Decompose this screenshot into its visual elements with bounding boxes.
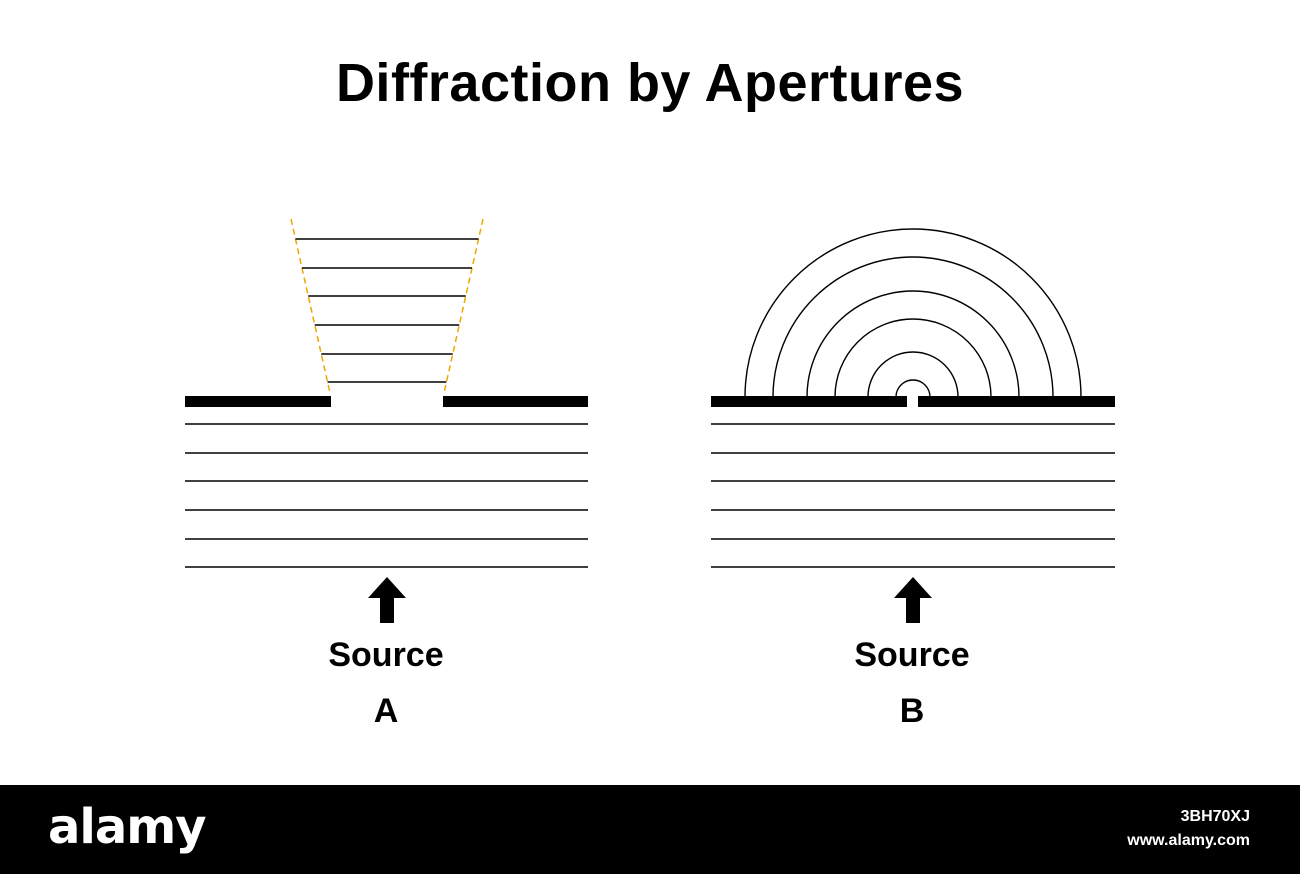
source-b-label: Source <box>854 636 970 674</box>
barrier-a-right <box>443 396 588 407</box>
alamy-logo: alamy <box>48 799 207 855</box>
source-b-letter: B <box>899 692 925 730</box>
diffracted-wavefront-b <box>834 318 992 398</box>
source-a-label: Source <box>328 636 444 674</box>
page-title: Diffraction by Apertures <box>335 53 965 113</box>
diffracted-wavefront-b <box>744 228 1082 398</box>
diffracted-wavefront-b <box>895 379 931 398</box>
panel-a-wide-aperture <box>185 218 588 623</box>
diffracted-wavefront-b <box>772 256 1054 398</box>
image-id: 3BH70XJ <box>1180 808 1250 825</box>
barrier-b-right <box>918 396 1115 407</box>
arrow-shaft-a <box>380 597 394 623</box>
watermark-meta: 3BH70XJ www.alamy.com <box>1127 805 1250 853</box>
diffraction-diagram <box>185 218 1115 623</box>
site-url: www.alamy.com <box>1127 832 1250 849</box>
arrow-up-icon <box>894 577 932 598</box>
panel-b-narrow-aperture <box>711 228 1115 623</box>
barrier-a-left <box>185 396 331 407</box>
source-a-letter: A <box>373 692 399 730</box>
watermark-bar: alamy 3BH70XJ www.alamy.com <box>0 785 1300 874</box>
arrow-shaft-b <box>906 597 920 623</box>
diffracted-wavefront-b <box>867 351 959 398</box>
spread-guide-a-right <box>443 218 484 394</box>
spread-guide-a-left <box>290 218 331 394</box>
arrow-up-icon <box>368 577 406 622</box>
barrier-b-left <box>711 396 907 407</box>
diffracted-wavefront-b <box>806 290 1020 398</box>
